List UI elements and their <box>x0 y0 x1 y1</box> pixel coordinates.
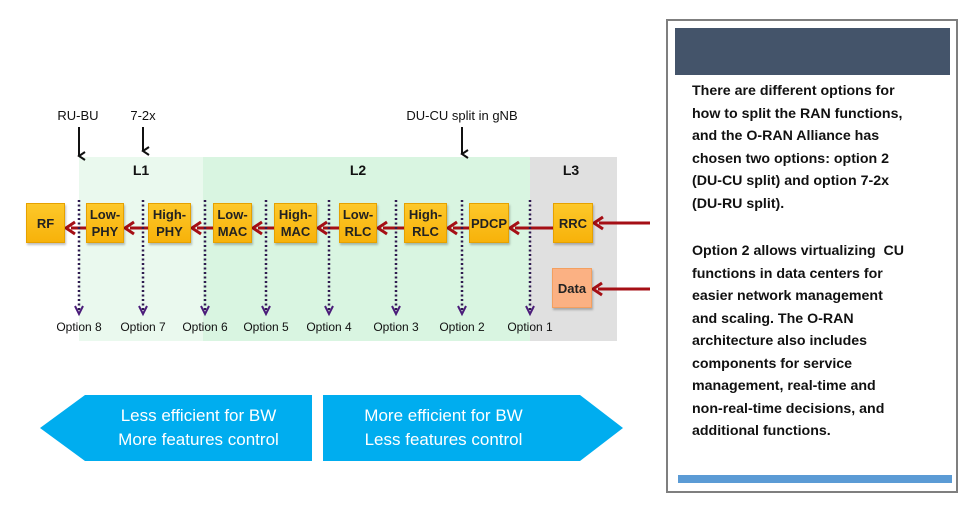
right-banner-line1: More efficient for BW <box>364 406 523 425</box>
panel-paragraph-1: There are different options for how to sp… <box>692 80 942 215</box>
panel-text-line: There are different options for <box>692 83 895 99</box>
option-label: Option 6 <box>182 320 228 334</box>
flow-arrow-high-mac-to-low-mac-head <box>250 220 263 236</box>
option-arrow-icon <box>74 305 84 317</box>
option-arrow-icon <box>391 305 401 317</box>
left-banner-line1: Less efficient for BW <box>120 406 277 425</box>
layer-label-l1: L1 <box>132 162 150 178</box>
flow-arrow-in-to-data-head <box>590 281 603 297</box>
panel-text-line: easier network management <box>692 288 883 304</box>
block-label: Data <box>557 280 587 296</box>
panel-text-line: (DU-RU split). <box>692 195 785 212</box>
panel-text-line: and scaling. The O-RAN <box>692 310 854 327</box>
option-arrow-icon <box>525 305 535 317</box>
block-data: Data <box>552 268 592 308</box>
flow-arrow-rrc-to-pdcp-head <box>507 220 520 236</box>
option-label: Option 1 <box>507 320 553 334</box>
right-banner: More efficient for BW Less features cont… <box>330 404 557 452</box>
block-rrc: RRC <box>553 203 593 243</box>
banner-shapes <box>40 395 623 461</box>
option-label: Option 3 <box>373 320 419 334</box>
panel-text-line: additional functions. <box>692 423 831 439</box>
block-label: High- MAC <box>278 207 313 239</box>
option-label: Option 8 <box>56 320 102 334</box>
right-banner-arrow <box>323 395 623 461</box>
block-low-phy: Low- PHY <box>86 203 124 243</box>
block-high-rlc: High- RLC <box>404 203 447 243</box>
panel-text-line: (DU-CU split) and option 7-2x <box>692 173 890 189</box>
option-label: Option 4 <box>306 320 352 334</box>
block-label: High- RLC <box>408 207 443 239</box>
block-label: PDCP <box>470 215 508 231</box>
option-arrow-icon <box>261 305 271 317</box>
option-label: Option 5 <box>243 320 289 334</box>
panel-text-line: architecture also includes <box>692 333 868 349</box>
flow-arrows <box>63 215 650 297</box>
flow-arrow-high-rlc-to-low-rlc-head <box>375 220 388 236</box>
panel-text-line: components for service <box>692 355 853 372</box>
left-banner-line2: More features control <box>118 430 279 449</box>
l3-zone <box>530 157 617 341</box>
split-72x-label: 7-2x <box>130 108 156 123</box>
panel-footer-bar <box>678 475 952 483</box>
block-label: RRC <box>558 215 588 231</box>
panel-text-line: Option 2 allows virtualizing CU <box>692 243 905 259</box>
du-cu-split-label: DU-CU split in gNB <box>406 108 518 123</box>
option-arrow-icon <box>138 305 148 317</box>
right-banner-line2: Less features control <box>364 430 523 449</box>
flow-arrow-pdcp-to-high-rlc-head <box>445 220 458 236</box>
option-arrow-icon <box>457 305 467 317</box>
split-indicator-arrows <box>77 127 469 161</box>
panel-text-line: and the O-RAN Alliance has <box>692 128 880 144</box>
info-panel <box>666 19 958 493</box>
block-pdcp: PDCP <box>469 203 509 243</box>
block-low-mac: Low- MAC <box>213 203 252 243</box>
left-banner-arrow <box>40 395 312 461</box>
l2-zone <box>203 157 530 341</box>
option-arrow-icon <box>324 305 334 317</box>
panel-text-line: chosen two options: option 2 <box>692 150 890 167</box>
panel-header <box>675 28 950 75</box>
flow-arrow-high-phy-to-low-phy-head <box>122 220 135 236</box>
panel-text-line: how to split the RAN functions, <box>692 105 903 122</box>
block-low-rlc: Low- RLC <box>339 203 377 243</box>
block-label: Low- PHY <box>89 207 121 239</box>
panel-text-line: functions in data centers for <box>692 265 883 282</box>
option-lines <box>74 200 535 317</box>
left-banner: Less efficient for BW More features cont… <box>85 404 312 452</box>
ru-bu-label: RU-BU <box>57 108 99 123</box>
flow-arrow-low-phy-to-rf-head <box>63 220 76 236</box>
layer-label-l2: L2 <box>349 162 367 178</box>
panel-paragraph-2: Option 2 allows virtualizing CU functions… <box>692 240 942 443</box>
flow-arrow-low-mac-to-high-phy-head <box>189 220 202 236</box>
diagram-lines <box>63 127 650 317</box>
block-label: RF <box>36 215 55 231</box>
flow-arrow-in-to-rrc-head <box>591 215 604 231</box>
block-label: High- PHY <box>152 207 187 239</box>
block-label: Low- RLC <box>342 207 374 239</box>
option-arrow-icon <box>200 305 210 317</box>
block-rf: RF <box>26 203 65 243</box>
block-high-mac: High- MAC <box>274 203 317 243</box>
block-label: Low- MAC <box>217 207 248 239</box>
panel-text-line: management, real-time and <box>692 378 876 394</box>
block-high-phy: High- PHY <box>148 203 191 243</box>
flow-arrow-low-rlc-to-high-mac-head <box>315 220 328 236</box>
layer-label-l3: L3 <box>562 162 580 178</box>
option-label: Option 2 <box>439 320 485 334</box>
option-label: Option 7 <box>120 320 166 334</box>
panel-text-line: non-real-time decisions, and <box>692 400 885 417</box>
